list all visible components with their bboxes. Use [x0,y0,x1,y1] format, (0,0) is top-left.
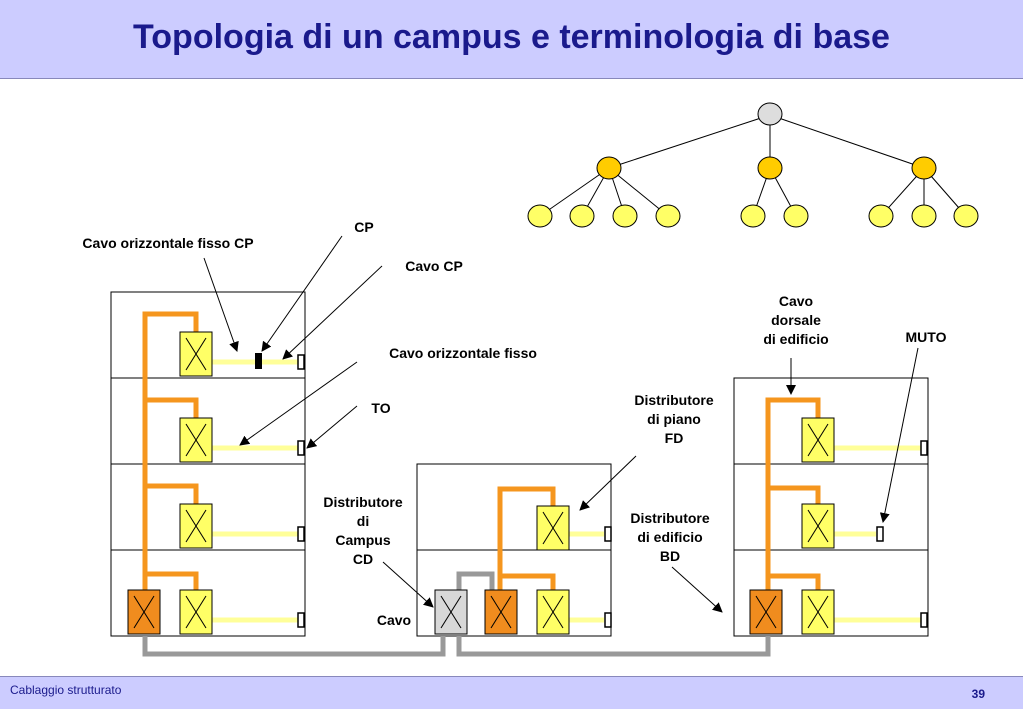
tree-leaf-node [655,204,681,228]
footer-bar [0,676,1023,709]
label-cd-line4: CD [353,551,373,567]
horizontal-cables [212,359,921,623]
label-cavo-dorsale-line1: Cavo [779,293,813,309]
label-fd-line2: di piano [647,411,701,427]
bd-box [484,589,518,635]
tree-leaf-node [868,204,894,228]
bd-box [127,589,161,635]
building-distributors [127,589,783,635]
label-to: TO [371,400,390,416]
label-cavo-orizzontale-fisso: Cavo orizzontale fisso [389,345,537,361]
telecom-outlets [297,354,928,628]
fd-box [801,503,835,549]
fd-box [536,505,570,551]
tree-leaf-node [569,204,595,228]
tree-mid-node [596,156,622,180]
tree-leaf-node [740,204,766,228]
fd-box [801,417,835,463]
label-cd-line3: Campus [335,532,390,548]
label-cavo-cp: Cavo CP [405,258,463,274]
tree-leaf-node [527,204,553,228]
label-cd-line1: Distributore [323,494,403,510]
fd-box [536,589,570,635]
header-bar [0,0,1023,79]
fd-box [801,589,835,635]
fd-box [179,417,213,463]
campus-backbone-cables [142,571,771,657]
slide-title: Topologia di un campus e terminologia di… [133,18,890,56]
page-number: 39 [971,687,985,701]
tree-leaf-node [612,204,638,228]
muto-outlet [876,526,884,542]
tree-leaf-node [911,204,937,228]
fd-box [179,589,213,635]
callout-arrows [203,235,919,613]
footer-course-title: Cablaggio strutturato [10,683,122,697]
tree-topology [527,102,979,228]
tree-leaf-node [783,204,809,228]
label-fd-line3: FD [665,430,684,446]
label-cd-line2: di [357,513,369,529]
floor-distributors [179,331,835,635]
building-right [733,377,929,637]
label-cavo-dorsale-line2: dorsale [771,312,821,328]
label-muto: MUTO [906,329,947,345]
label-bd-line1: Distributore [630,510,710,526]
label-cavo: Cavo [377,612,411,628]
label-cp: CP [354,219,373,235]
label-bd-line3: BD [660,548,680,564]
campus-distributor [434,589,468,635]
tree-root-node [757,102,783,126]
label-bd-line2: di edificio [637,529,702,545]
label-fd-line1: Distributore [634,392,714,408]
tree-mid-node [757,156,783,180]
building-backbone-cables [142,311,821,592]
label-cavo-orizzontale-fisso-cp: Cavo orizzontale fisso CP [82,235,253,251]
bd-box [749,589,783,635]
fd-box [179,503,213,549]
consolidation-point [255,353,262,369]
label-cavo-dorsale-line3: di edificio [763,331,828,347]
tree-leaf-node [953,204,979,228]
tree-mid-node [911,156,937,180]
fd-box [179,331,213,377]
